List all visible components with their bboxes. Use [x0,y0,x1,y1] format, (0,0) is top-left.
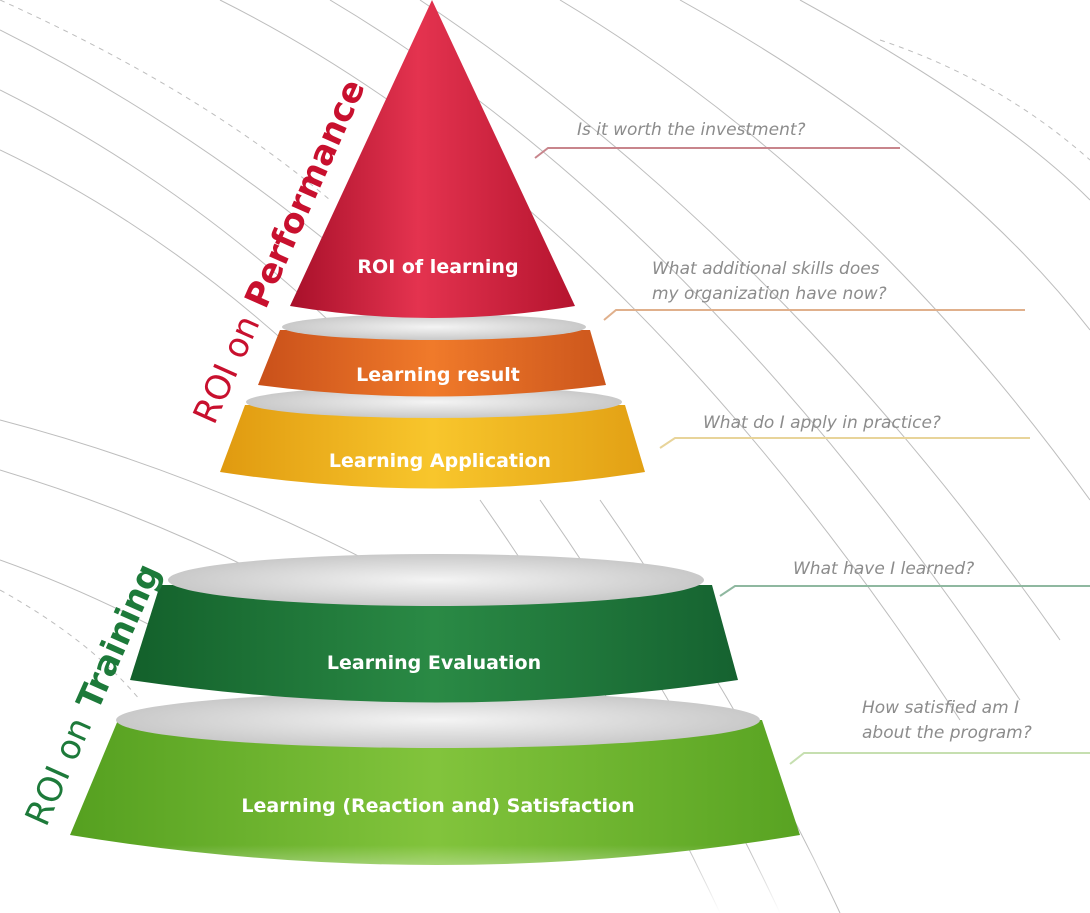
tier-label-evaluation: Learning Evaluation [327,652,541,674]
tier-result [258,314,606,397]
callout-lines [534,147,1090,765]
question-skills-line2: my organization have now? [652,284,887,304]
tier-evaluation [130,554,738,703]
tier-label-roi-learning: ROI of learning [357,256,518,278]
tier-application [220,386,645,489]
tier-label-application: Learning Application [329,450,551,472]
question-skills-line1: What additional skills does [652,259,880,279]
tier-label-result: Learning result [356,364,520,386]
question-apply: What do I apply in practice? [703,413,941,433]
question-satisfied-line1: How satisfied am I [862,698,1019,718]
tier-roi-learning [290,0,575,318]
tier-satisfaction [60,692,820,913]
question-learned: What have I learned? [793,559,974,579]
question-satisfied-line2: about the program? [862,723,1032,743]
tier-label-satisfaction: Learning (Reaction and) Satisfaction [241,795,634,817]
question-investment: Is it worth the investment? [577,120,806,140]
